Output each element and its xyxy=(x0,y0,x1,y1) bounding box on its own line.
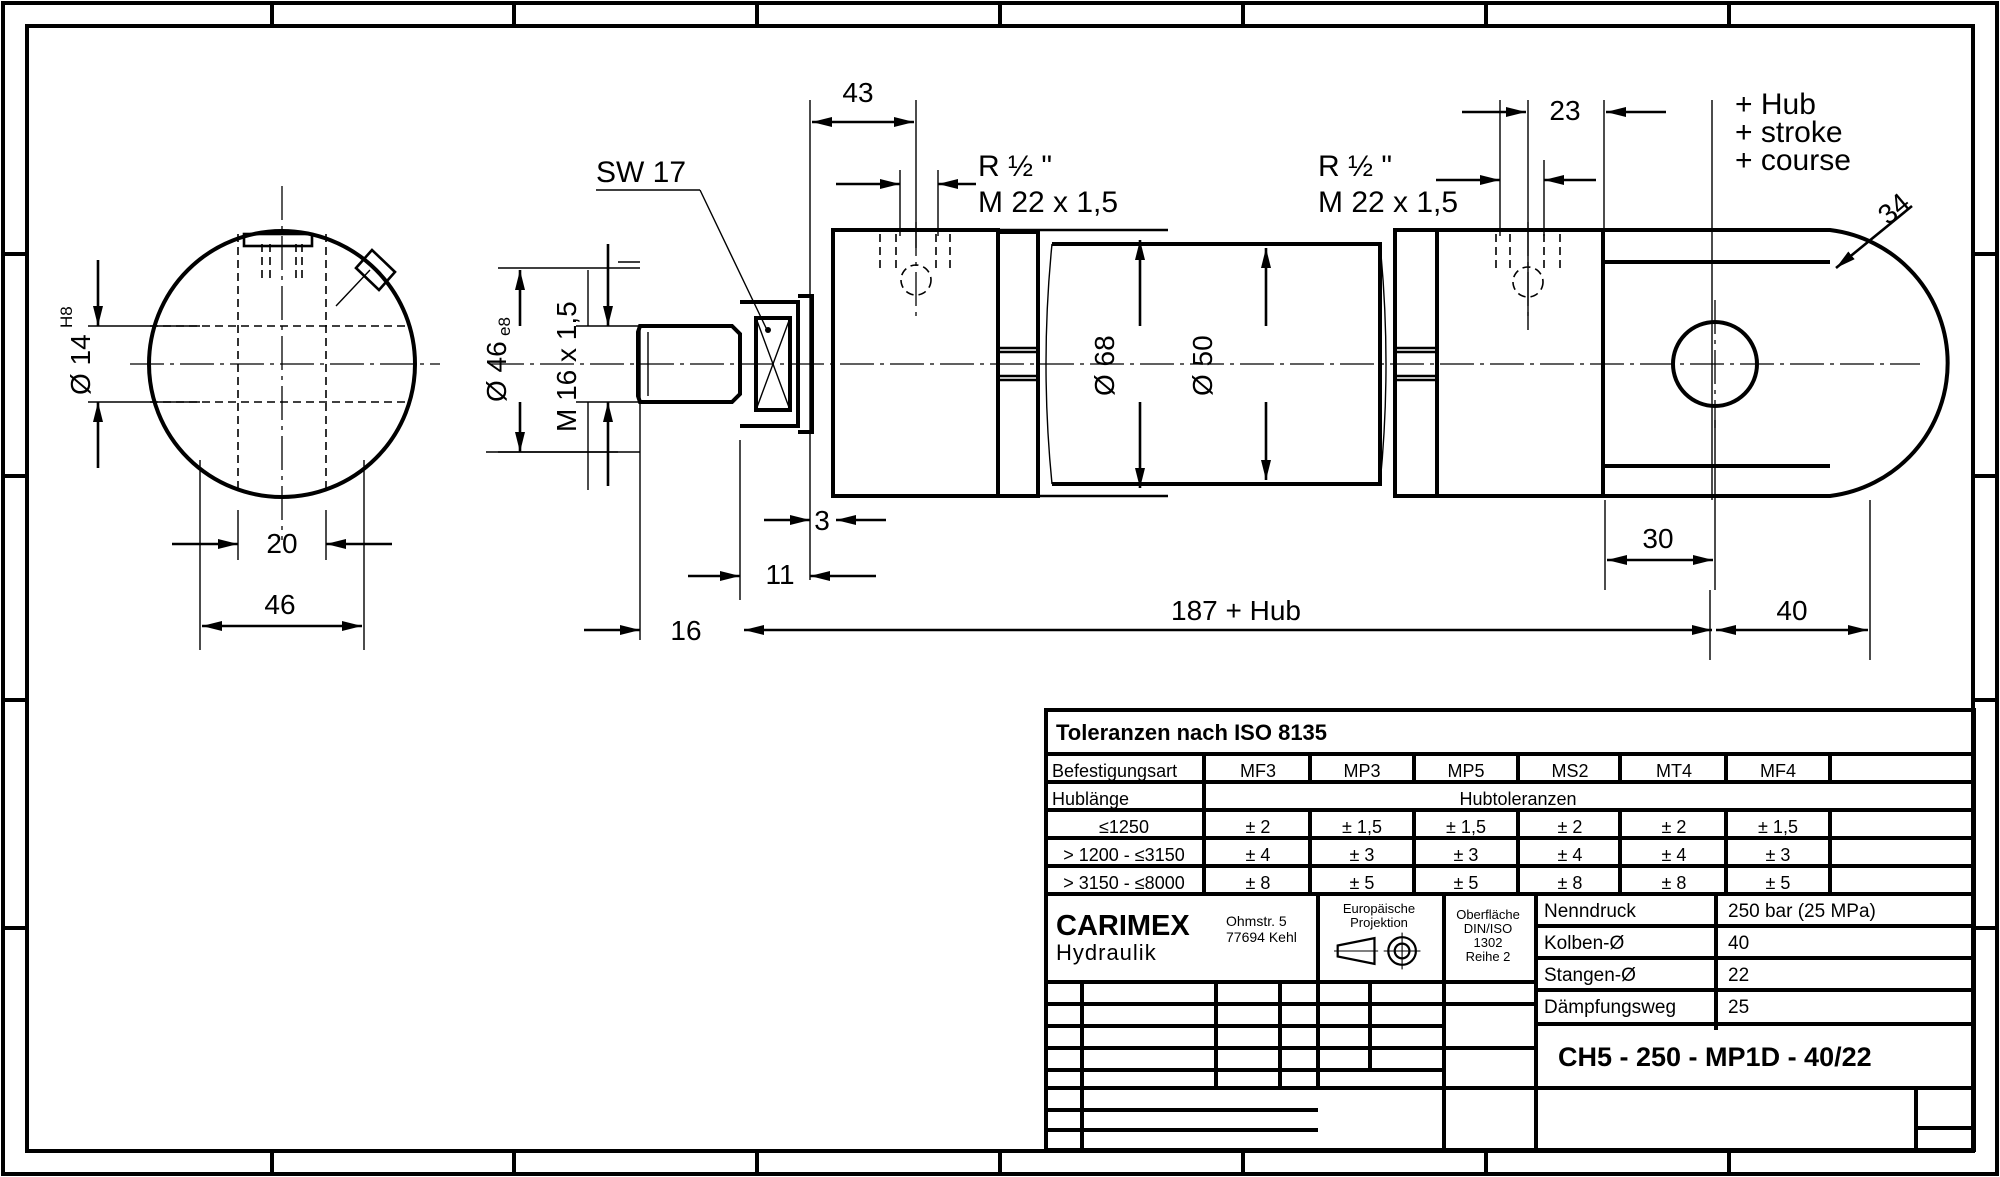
title-block: Toleranzen nach ISO 8135 Befestigungsart… xyxy=(1044,708,1976,1150)
spec-label-nominal-pressure: Nenndruck xyxy=(1544,901,1636,922)
cap-block xyxy=(1393,222,1605,498)
mount-type: MF4 xyxy=(1760,761,1796,781)
tolerance-value: ± 1,5 xyxy=(1446,817,1486,837)
label-port-left-thread-m: M 22 x 1,5 xyxy=(978,186,1118,219)
threaded-rod-end xyxy=(636,324,742,404)
dim-diameter-68: Ø 68 xyxy=(1089,335,1120,396)
front-view-dimensions: 43 SW 17 R ½ " M 22 x 1,5 R ½ " M 22 x 1… xyxy=(481,77,1916,660)
dim-width-20: 20 xyxy=(266,528,297,559)
label-stroke-de: + Hub xyxy=(1735,88,1816,121)
mount-type: MS2 xyxy=(1551,761,1589,781)
mount-type: MP5 xyxy=(1447,761,1485,781)
tolerance-value: ± 2 xyxy=(1245,817,1271,837)
spec-value-damping-length: 25 xyxy=(1728,997,1750,1018)
surface-label-line1: Oberfläche xyxy=(1456,907,1520,922)
label-port-right-thread-m: M 22 x 1,5 xyxy=(1318,186,1458,219)
tolerance-title: Toleranzen nach ISO 8135 xyxy=(1056,720,1328,745)
dim-diameter-50: Ø 50 xyxy=(1187,335,1218,396)
spec-value-rod-diameter: 22 xyxy=(1728,965,1750,986)
dim-40: 40 xyxy=(1776,595,1807,626)
front-view: 43 SW 17 R ½ " M 22 x 1,5 R ½ " M 22 x 1… xyxy=(481,77,1950,660)
dim-diameter-46: Ø 46 xyxy=(481,341,512,402)
dim-30: 30 xyxy=(1642,523,1673,554)
tolerance-row-range: ≤1250 xyxy=(1099,817,1149,837)
label-stroke-fr: + course xyxy=(1735,144,1851,177)
dim-bore-diameter: Ø 14 xyxy=(65,334,96,395)
tolerance-row-range: > 3150 - ≤8000 xyxy=(1063,873,1185,893)
surface-label-line3: 1302 xyxy=(1473,935,1503,950)
dim-187-plus-stroke: 187 + Hub xyxy=(1171,595,1301,626)
tolerance-value: ± 2 xyxy=(1557,817,1583,837)
dim-23: 23 xyxy=(1549,95,1580,126)
dim-bore-tolerance: H8 xyxy=(57,306,76,328)
spec-label-rod-diameter: Stangen-Ø xyxy=(1544,965,1636,986)
tolerance-value: ± 4 xyxy=(1557,845,1583,865)
tolerance-value: ± 3 xyxy=(1765,845,1791,865)
tolerance-value: ± 4 xyxy=(1661,845,1687,865)
spec-value-nominal-pressure: 250 bar (25 MPa) xyxy=(1728,901,1876,922)
dim-43: 43 xyxy=(842,77,873,108)
stroke-tolerance-label: Hubtoleranzen xyxy=(1459,789,1577,809)
address-street: Ohmstr. 5 xyxy=(1226,913,1287,929)
label-port-left-thread-r: R ½ " xyxy=(978,150,1052,183)
tolerance-value: ± 1,5 xyxy=(1342,817,1382,837)
side-view-centerlines xyxy=(130,186,440,540)
dim-diameter-46-tolerance: e8 xyxy=(495,317,514,336)
projection-symbol-icon xyxy=(1334,932,1421,970)
tolerance-value: ± 1,5 xyxy=(1758,817,1798,837)
side-view: Ø 14 H8 20 46 xyxy=(57,186,440,650)
grease-nipple xyxy=(242,232,397,307)
end-cap-collar xyxy=(798,294,814,434)
stroke-length-label: Hublänge xyxy=(1052,789,1130,809)
tolerance-value: ± 8 xyxy=(1557,873,1583,893)
tolerance-value: ± 5 xyxy=(1765,873,1791,893)
surface-label-line2: DIN/ISO xyxy=(1463,921,1513,936)
dim-16: 16 xyxy=(670,615,701,646)
label-stroke-en: + stroke xyxy=(1735,116,1843,149)
tolerance-row-range: > 1200 - ≤3150 xyxy=(1063,845,1185,865)
surface-label-line4: Reihe 2 xyxy=(1465,949,1511,964)
rear-eye-clevis xyxy=(1603,228,1950,498)
company-subtitle: Hydraulik xyxy=(1056,940,1157,965)
tolerance-value: ± 5 xyxy=(1349,873,1375,893)
dim-width-46: 46 xyxy=(264,589,295,620)
part-number: CH5 - 250 - MP1D - 40/22 xyxy=(1558,1042,1872,1072)
mount-type: MF3 xyxy=(1240,761,1276,781)
tolerance-value: ± 3 xyxy=(1349,845,1375,865)
mount-label: Befestigungsart xyxy=(1052,761,1178,781)
dim-thread-m16: M 16 x 1,5 xyxy=(551,301,582,432)
mount-type: MT4 xyxy=(1656,761,1692,781)
spec-label-piston-diameter: Kolben-Ø xyxy=(1544,933,1625,954)
projection-label-line2: Projektion xyxy=(1350,915,1408,930)
label-port-right-thread-r: R ½ " xyxy=(1318,150,1392,183)
side-view-dimensions: Ø 14 H8 20 46 xyxy=(57,260,392,650)
cylinder-tube xyxy=(1045,242,1387,486)
title-block-grid xyxy=(1044,708,1976,1152)
dim-radius-34: 34 xyxy=(1872,187,1916,231)
tolerance-value: ± 4 xyxy=(1245,845,1271,865)
dim-3: 3 xyxy=(814,505,830,536)
address-city: 77694 Kehl xyxy=(1226,929,1297,945)
spec-value-piston-diameter: 40 xyxy=(1728,933,1750,954)
dim-11: 11 xyxy=(765,559,794,590)
tolerance-value: ± 8 xyxy=(1245,873,1271,893)
spec-label-damping-length: Dämpfungsweg xyxy=(1544,997,1677,1018)
label-sw17: SW 17 xyxy=(596,156,686,189)
projection-label-line1: Europäische xyxy=(1342,901,1416,916)
tolerance-value: ± 5 xyxy=(1453,873,1479,893)
tolerance-value: ± 8 xyxy=(1661,873,1687,893)
company-name: CARIMEX xyxy=(1056,910,1190,942)
mount-type: MP3 xyxy=(1343,761,1381,781)
tolerance-value: ± 2 xyxy=(1661,817,1687,837)
tolerance-value: ± 3 xyxy=(1453,845,1479,865)
